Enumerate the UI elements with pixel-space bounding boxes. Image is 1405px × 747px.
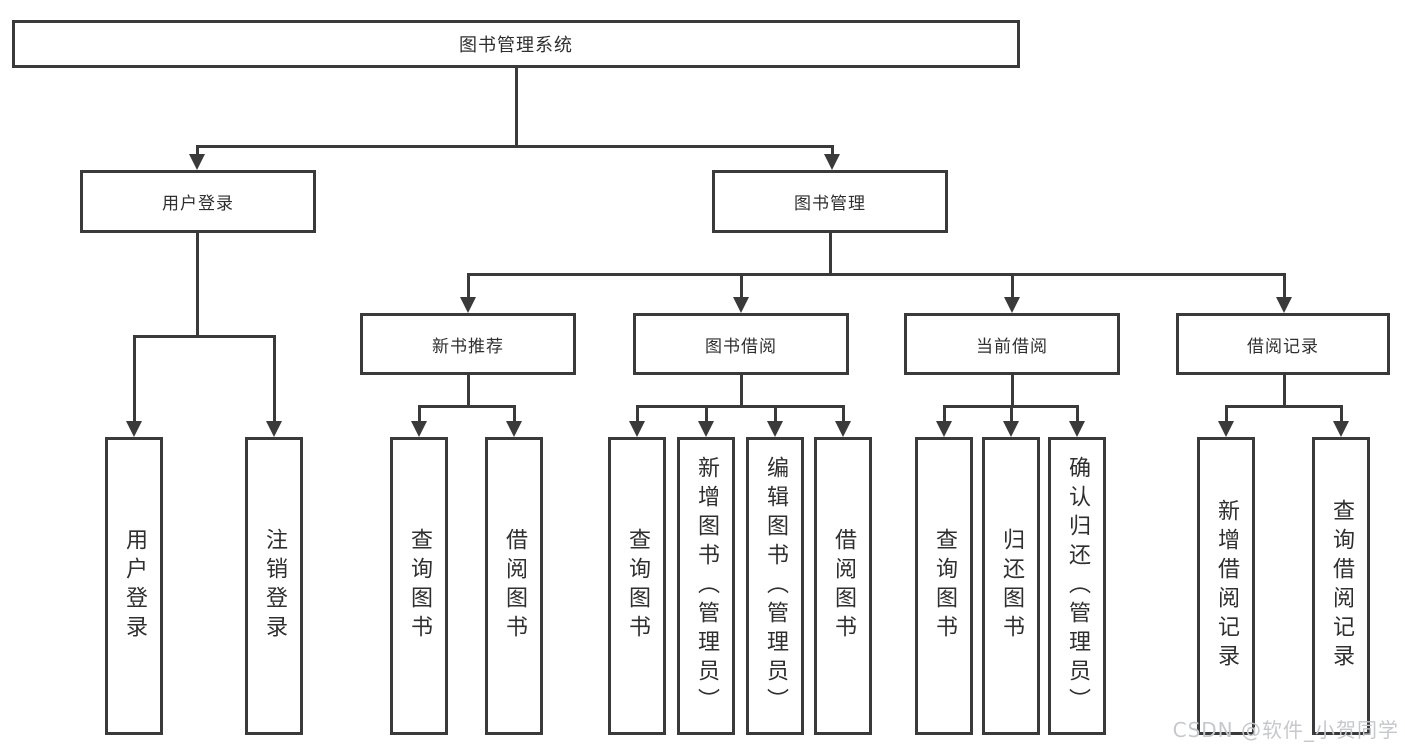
connector-records-branch (1224, 405, 1343, 408)
connector-records-stem (1282, 375, 1286, 405)
node-root-label: 图书管理系统 (459, 35, 573, 56)
csdn-watermark: CSDN @软件_小贺同学 (1172, 718, 1399, 742)
arrow-down-query-books-recommend (417, 405, 421, 421)
leaf-return-book-label: 归还图书 (999, 528, 1024, 644)
connector-book-management-stem (828, 233, 832, 273)
connector-user-login-branch (132, 335, 276, 338)
arrow-down-edit-book-admin (773, 405, 777, 421)
leaf-query-books-borrowing: 查询图书 (608, 437, 666, 735)
node-new-book-recommend: 新书推荐 (360, 313, 576, 375)
leaf-borrow-books-recommend-label: 借阅图书 (502, 528, 527, 644)
leaf-confirm-return-admin: 确认归还（管理员） (1048, 437, 1106, 735)
arrow-down-new-book-recommend (466, 273, 470, 297)
leaf-confirm-return-admin-label: 确认归还（管理员） (1065, 455, 1090, 717)
node-book-borrowing-label: 图书借阅 (705, 336, 777, 357)
arrow-down-return-book (1009, 405, 1013, 421)
node-user-login-label: 用户登录 (162, 194, 234, 214)
arrow-down-leaf-logout (272, 335, 276, 421)
leaf-query-books-current-label: 查询图书 (932, 528, 957, 644)
leaf-edit-book-admin-label: 编辑图书（管理员） (763, 455, 788, 717)
arrow-down-add-book-admin (704, 405, 708, 421)
arrow-down-query-books-borrowing (635, 405, 639, 421)
arrow-down-add-borrow-record (1224, 405, 1228, 421)
connector-user-login-stem (195, 233, 199, 335)
node-book-management-label: 图书管理 (794, 194, 866, 214)
connector-root-stem (514, 68, 518, 145)
node-current-borrowing: 当前借阅 (904, 313, 1120, 375)
leaf-query-books-current: 查询图书 (915, 437, 973, 735)
arrow-down-borrowing-records (1282, 273, 1286, 297)
arrow-down-borrow-books-borrowing (841, 405, 845, 421)
leaf-query-books-recommend: 查询图书 (390, 437, 448, 735)
node-borrowing-records: 借阅记录 (1176, 313, 1390, 375)
node-root: 图书管理系统 (12, 20, 1020, 68)
leaf-add-book-admin-label: 新增图书（管理员） (694, 455, 719, 717)
leaf-logout: 注销登录 (245, 437, 303, 735)
node-current-borrowing-label: 当前借阅 (976, 336, 1048, 357)
arrow-down-query-books-current (942, 405, 946, 421)
leaf-add-book-admin: 新增图书（管理员） (677, 437, 735, 735)
arrow-down-query-borrow-record (1339, 405, 1343, 421)
connector-recommend-branch (417, 405, 516, 408)
arrow-down-book-management (830, 145, 834, 154)
leaf-user-login-label: 用户登录 (122, 528, 147, 644)
leaf-add-borrow-record-label: 新增借阅记录 (1214, 499, 1239, 673)
connector-borrowing-branch (635, 405, 845, 408)
arrow-down-user-login (195, 145, 199, 154)
arrow-down-current-borrowing (1010, 273, 1014, 297)
node-new-book-recommend-label: 新书推荐 (432, 336, 504, 357)
leaf-query-borrow-record: 查询借阅记录 (1312, 437, 1370, 735)
node-book-management: 图书管理 (712, 170, 948, 233)
connector-root-branch (195, 145, 834, 148)
connector-recommend-stem (466, 375, 470, 405)
connector-current-stem (1010, 375, 1014, 405)
node-book-borrowing: 图书借阅 (633, 313, 849, 375)
leaf-return-book: 归还图书 (982, 437, 1040, 735)
connector-book-management-branch (466, 273, 1286, 276)
node-borrowing-records-label: 借阅记录 (1247, 336, 1319, 357)
arrow-down-borrow-books-recommend (512, 405, 516, 421)
arrow-down-book-borrowing (739, 273, 743, 297)
leaf-query-books-borrowing-label: 查询图书 (625, 528, 650, 644)
leaf-query-books-recommend-label: 查询图书 (407, 528, 432, 644)
leaf-add-borrow-record: 新增借阅记录 (1197, 437, 1255, 735)
arrow-down-leaf-user-login (132, 335, 136, 421)
leaf-user-login: 用户登录 (105, 437, 163, 735)
leaf-borrow-books-recommend: 借阅图书 (485, 437, 543, 735)
leaf-edit-book-admin: 编辑图书（管理员） (746, 437, 804, 735)
leaf-query-borrow-record-label: 查询借阅记录 (1329, 499, 1354, 673)
node-user-login: 用户登录 (80, 170, 316, 233)
leaf-logout-label: 注销登录 (262, 528, 287, 644)
arrow-down-confirm-return-admin (1075, 405, 1079, 421)
connector-borrowing-stem (739, 375, 743, 405)
leaf-borrow-books-borrowing: 借阅图书 (814, 437, 872, 735)
leaf-borrow-books-borrowing-label: 借阅图书 (831, 528, 856, 644)
